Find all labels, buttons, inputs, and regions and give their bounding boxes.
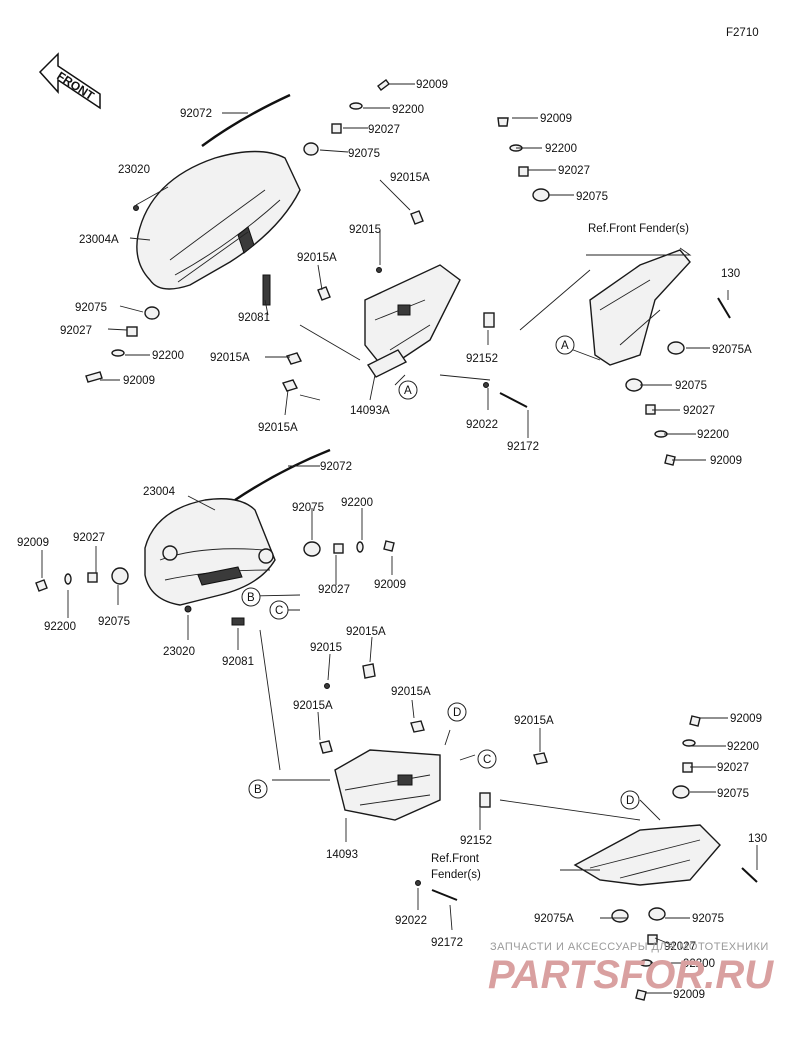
watermark: ЗАПЧАСТИ И АКСЕССУАРЫ ДЛЯ МОТОТЕХНИКИ PA… xyxy=(488,941,774,997)
part-label: 92075 xyxy=(348,148,380,160)
part-label: 92027 xyxy=(717,762,749,774)
cable-tie-92072-b xyxy=(234,448,331,502)
part-label: 92015 xyxy=(310,642,342,654)
part-label: 92200 xyxy=(683,958,715,970)
grab-rail-23004a xyxy=(136,150,301,290)
callout-b-2: B xyxy=(254,784,262,796)
part-label: 92152 xyxy=(466,353,498,365)
part-label: 92200 xyxy=(392,104,424,116)
part-label: 92015A xyxy=(514,715,554,727)
callout-b-1: B xyxy=(247,592,255,604)
part-label: 92015 xyxy=(349,224,381,236)
bottom-left-fasteners xyxy=(35,540,395,626)
fender-bracket-bottom xyxy=(573,715,758,1001)
part-label: 92009 xyxy=(730,713,762,725)
part-label: 92009 xyxy=(710,455,742,467)
part-label: 92200 xyxy=(341,497,373,509)
part-label: 92022 xyxy=(466,419,498,431)
part-label: 92081 xyxy=(238,312,270,324)
fender-bracket-top xyxy=(497,117,731,466)
part-label: 92075 xyxy=(692,913,724,925)
part-label: 23004 xyxy=(143,486,176,498)
part-label: 92075 xyxy=(98,616,130,628)
part-label: 92015A xyxy=(210,352,250,364)
part-label: 130 xyxy=(748,833,767,845)
part-label: 23020 xyxy=(163,646,195,658)
part-label: 92200 xyxy=(697,429,729,441)
callout-d-1: D xyxy=(453,707,461,719)
part-label: 92027 xyxy=(368,124,400,136)
cable-tie-92072 xyxy=(201,93,291,148)
part-label: 92075A xyxy=(534,913,574,925)
part-label: 92015A xyxy=(346,626,386,638)
part-label: 92015A xyxy=(258,422,298,434)
part-label: 92075 xyxy=(292,502,324,514)
callout-d-2: D xyxy=(626,795,634,807)
part-label: 92027 xyxy=(558,165,590,177)
front-arrow-icon: FRONT xyxy=(38,52,101,110)
part-label: 92027 xyxy=(664,941,696,953)
part-label: 92200 xyxy=(152,350,184,362)
figure-code: F2710 xyxy=(726,27,759,39)
part-label: 14093 xyxy=(326,849,358,861)
part-label: 92200 xyxy=(545,143,577,155)
part-label: 92027 xyxy=(318,584,350,596)
part-label: 92015A xyxy=(297,252,337,264)
part-label: 14093A xyxy=(350,405,390,417)
part-label: 92072 xyxy=(320,461,352,473)
part-label: 92152 xyxy=(460,835,492,847)
part-label: 92009 xyxy=(17,537,49,549)
bracket-14093 xyxy=(319,663,548,901)
ref-front-fender-top: Ref.Front Fender(s) xyxy=(588,223,689,235)
part-label: 92081 xyxy=(222,656,254,668)
callout-c-2: C xyxy=(483,754,491,766)
part-label: 92009 xyxy=(673,989,705,1001)
part-label: 92009 xyxy=(374,579,406,591)
part-label: 92027 xyxy=(683,405,715,417)
part-label: 92075 xyxy=(75,302,107,314)
part-label: 92009 xyxy=(540,113,572,125)
part-label: 92027 xyxy=(73,532,105,544)
part-label: 92009 xyxy=(416,79,448,91)
part-label: 92009 xyxy=(123,375,155,387)
part-label: 92015A xyxy=(391,686,431,698)
part-label: 130 xyxy=(721,268,740,280)
part-label: 92027 xyxy=(60,325,92,337)
bracket-14093a xyxy=(282,210,528,408)
grab-rail-23004 xyxy=(144,498,276,606)
part-label: 92072 xyxy=(180,108,212,120)
part-label: 23020 xyxy=(118,164,150,176)
part-label: 92200 xyxy=(44,621,76,633)
part-label: 92015A xyxy=(293,700,333,712)
front-label: FRONT xyxy=(54,69,97,104)
part-label: 92075 xyxy=(576,191,608,203)
part-label: 92200 xyxy=(727,741,759,753)
part-label: 92075 xyxy=(675,380,707,392)
part-label: 92015A xyxy=(390,172,430,184)
watermark-tagline: ЗАПЧАСТИ И АКСЕССУАРЫ ДЛЯ МОТОТЕХНИКИ xyxy=(490,941,769,953)
ref-front-fender-bottom-1: Ref.Front xyxy=(431,853,480,865)
part-labels: 92009 92200 92027 92075 92072 23020 2300… xyxy=(17,79,767,1001)
part-label: 92022 xyxy=(395,915,427,927)
callout-circles: A A B B C C D D xyxy=(241,335,640,810)
part-label: 23004A xyxy=(79,234,119,246)
part-label: 92172 xyxy=(507,441,539,453)
top-left-fasteners xyxy=(85,79,390,383)
leader-lines xyxy=(41,83,758,994)
watermark-logo-text: PARTSFOR.RU xyxy=(488,953,774,997)
part-label: 92075A xyxy=(712,344,752,356)
callout-a-2: A xyxy=(404,385,412,397)
part-label: 92075 xyxy=(717,788,749,800)
callout-a-1: A xyxy=(561,340,569,352)
part-label: 92172 xyxy=(431,937,463,949)
ref-front-fender-bottom-2: Fender(s) xyxy=(431,869,481,881)
callout-c-1: C xyxy=(275,605,283,617)
